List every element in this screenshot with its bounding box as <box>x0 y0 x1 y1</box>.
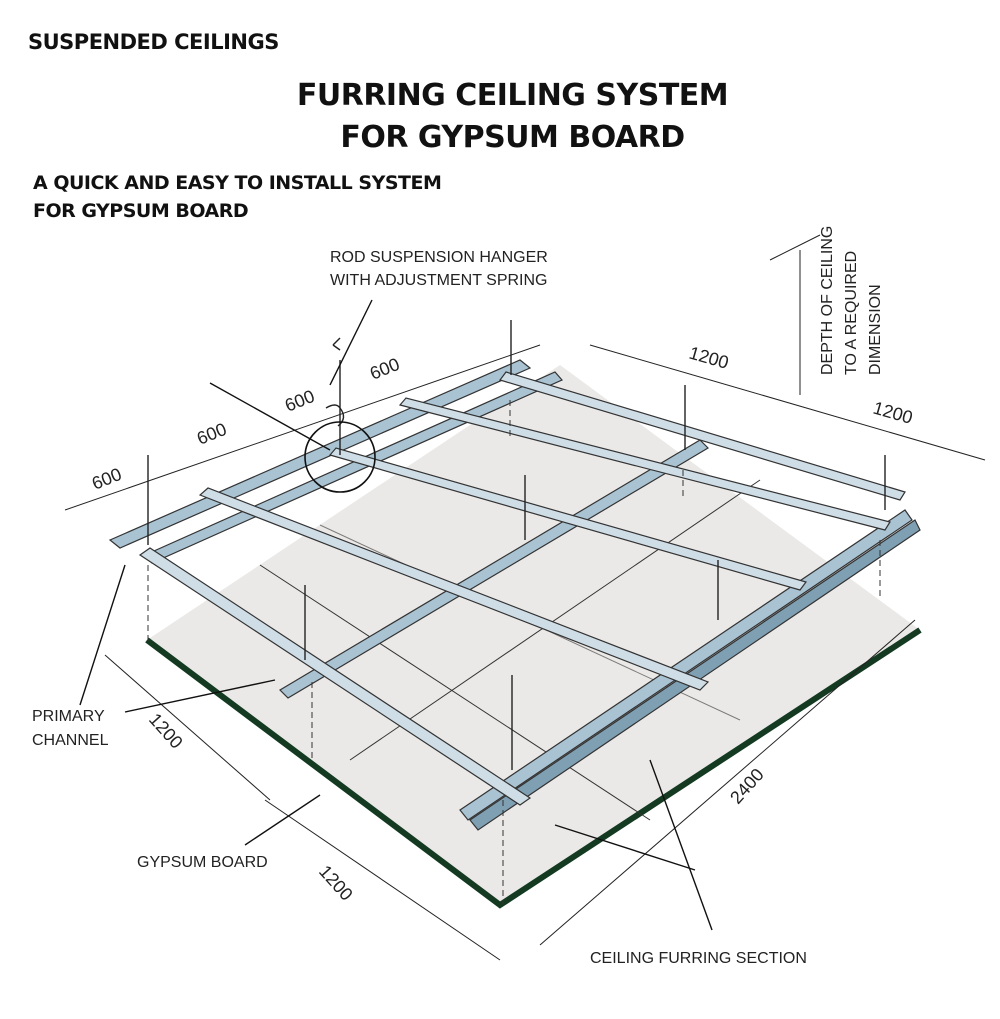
hanger-label-line-2: WITH ADJUSTMENT SPRING <box>330 272 548 289</box>
dim-600-4: 600 <box>367 354 402 384</box>
dim-1200-right-a: 1200 <box>687 343 731 373</box>
dim-1200-right-b: 1200 <box>871 398 915 428</box>
dim-600-2: 600 <box>194 419 229 449</box>
hangers <box>147 320 886 770</box>
furring-section-label: CEILING FURRING SECTION <box>590 950 807 967</box>
hanger-label-line-1: ROD SUSPENSION HANGER <box>330 249 548 266</box>
gypsum-board-label: GYPSUM BOARD <box>137 854 268 871</box>
depth-label-line-1: DEPTH OF CEILING <box>819 226 836 375</box>
main-title-line-1: FURRING CEILING SYSTEM <box>296 78 729 113</box>
dim-600-3: 600 <box>282 386 317 416</box>
depth-label-line-3: DIMENSION <box>867 284 884 375</box>
dim-2400: 2400 <box>726 765 768 808</box>
dim-600-1: 600 <box>89 464 124 494</box>
detail-circle <box>304 421 376 493</box>
subtitle-line-2: FOR GYPSUM BOARD <box>33 200 249 222</box>
depth-label-line-2: TO A REQUIRED <box>843 251 860 375</box>
drop-lines <box>147 400 881 905</box>
dim-1200-left: 1200 <box>145 709 187 752</box>
leader-lines <box>79 299 713 931</box>
dim-1200-bottom: 1200 <box>315 861 357 904</box>
primary-channel-label-line-1: PRIMARY <box>32 708 105 725</box>
subtitle-line-1: A QUICK AND EASY TO INSTALL SYSTEM <box>33 172 442 194</box>
main-title-line-2: FOR GYPSUM BOARD <box>340 120 685 155</box>
primary-channels <box>138 371 906 806</box>
dimension-lines <box>64 234 986 961</box>
primary-channel-label-line-2: CHANNEL <box>32 732 109 749</box>
section-title: SUSPENDED CEILINGS <box>28 30 279 54</box>
